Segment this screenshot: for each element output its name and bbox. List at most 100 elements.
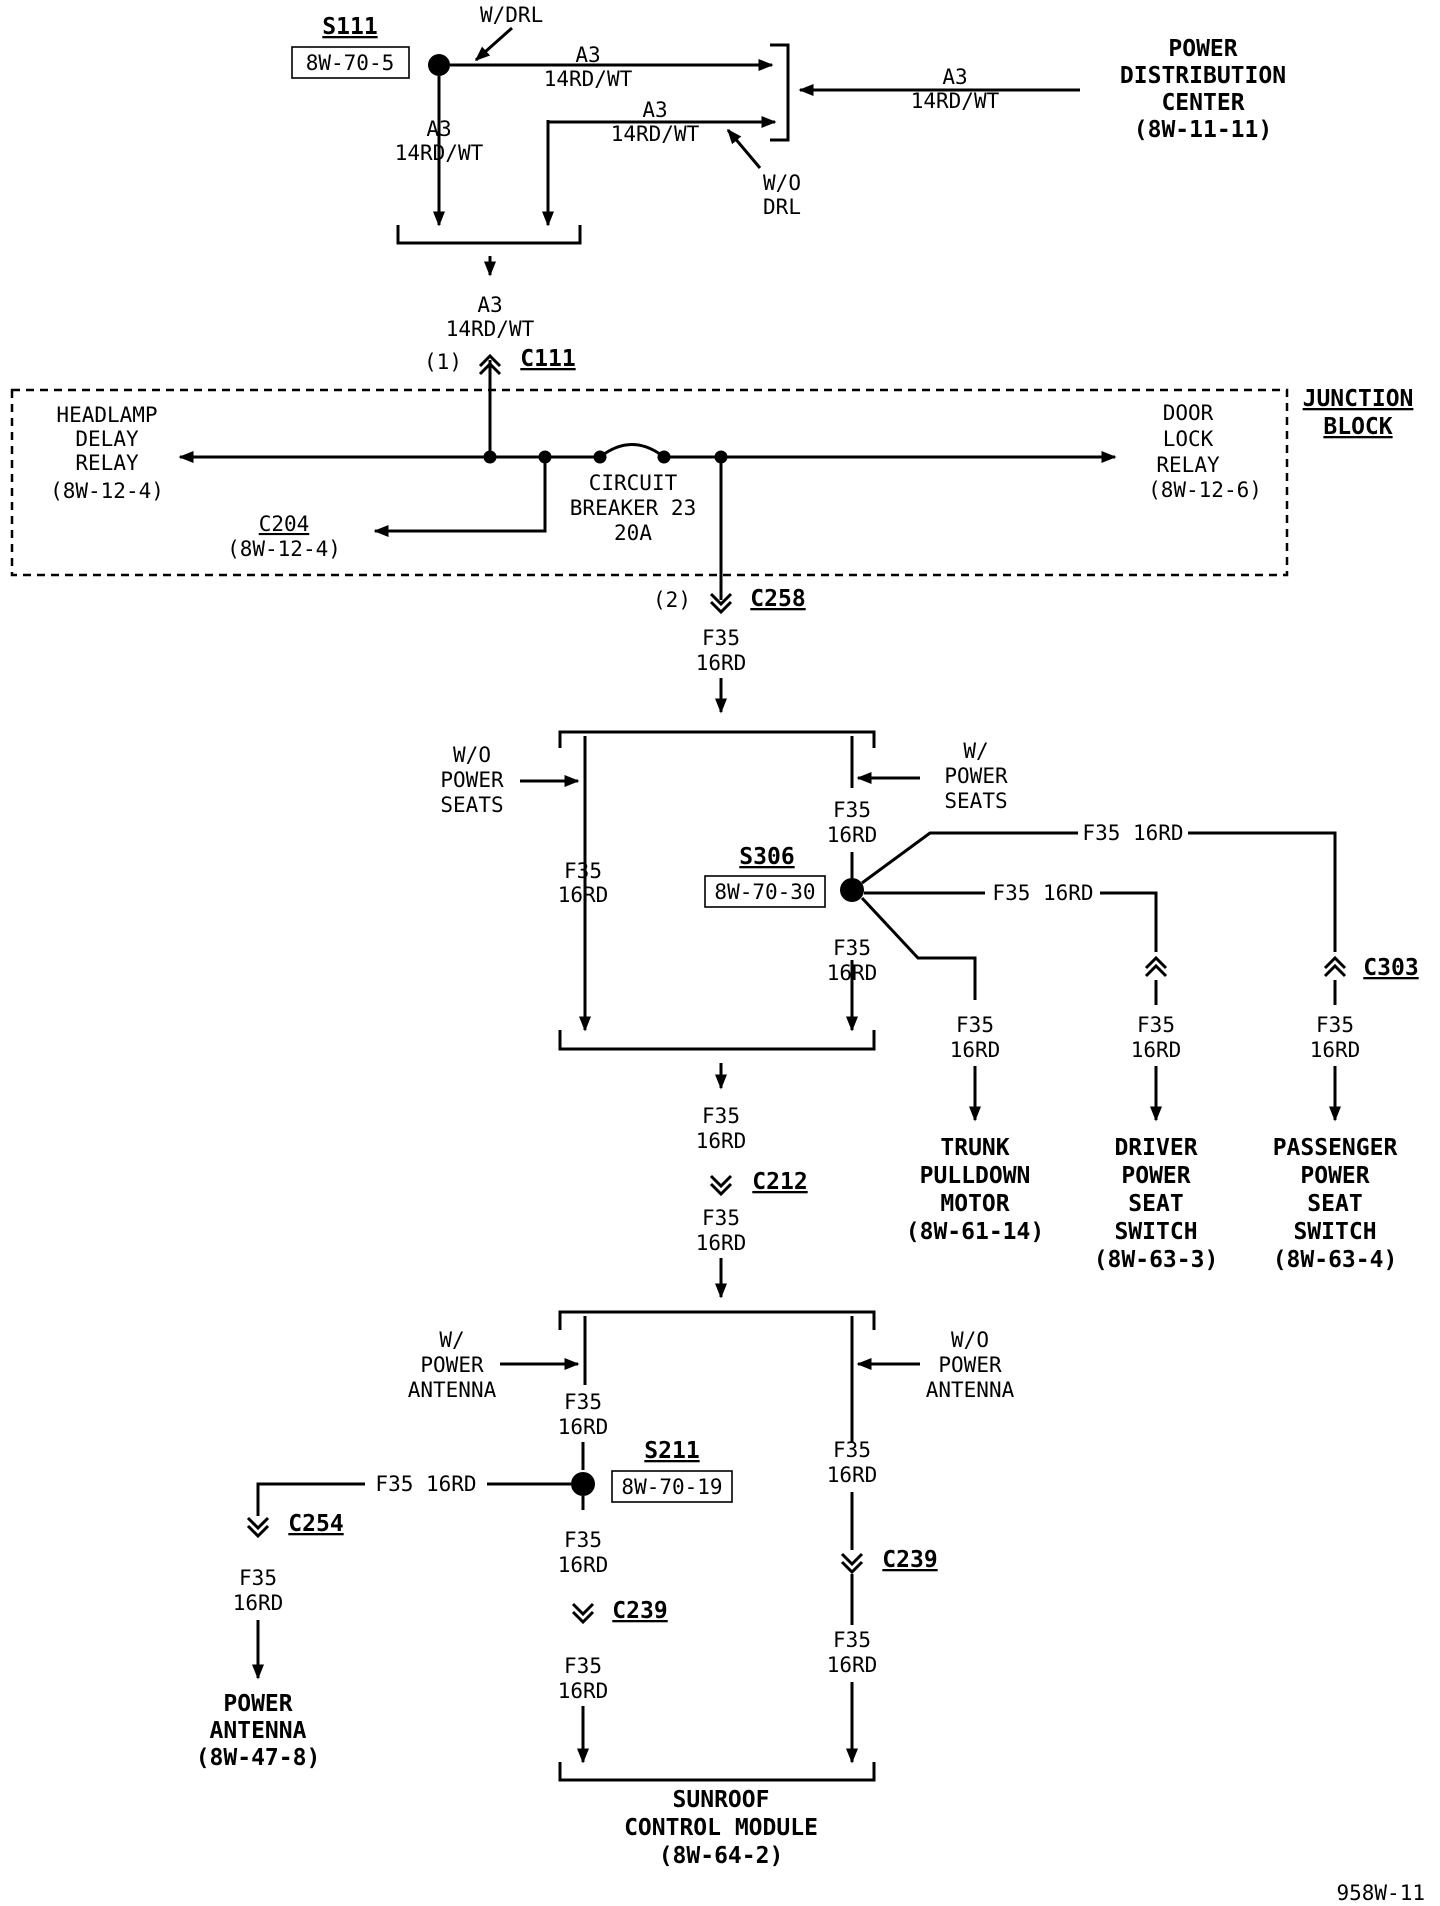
f35-label-sunroof-right: F35	[833, 1628, 871, 1652]
driver-line-1: DRIVER	[1114, 1135, 1197, 1161]
w-power-antenna-3: ANTENNA	[408, 1378, 497, 1402]
s211-ref-box	[611, 1470, 733, 1503]
s211-splice-dot	[571, 1472, 595, 1496]
f35-label-s306-top: F35	[833, 798, 871, 822]
f35-full-passenger: F35 16RD	[1082, 821, 1183, 845]
s306-splice-group: S306 8W-70-30	[704, 844, 864, 908]
pdc-line-1: POWER	[1168, 36, 1237, 62]
sunroof-line-3: (8W-64-2)	[659, 1843, 784, 1869]
f35-color-trunk: 16RD	[950, 1038, 1001, 1062]
wo-power-antenna-3: ANTENNA	[926, 1378, 1015, 1402]
c239-right-connector-symbol	[840, 1552, 864, 1575]
w-power-seats-2: POWER	[944, 764, 1008, 788]
f35-color-s211-top: 16RD	[558, 1415, 609, 1439]
f35-label-c212-top: F35	[702, 1104, 740, 1128]
c254-connector-symbol	[246, 1516, 270, 1539]
f35-color-sunroof-right: 16RD	[827, 1653, 878, 1677]
f35-color-c212-top: 16RD	[696, 1129, 747, 1153]
pdc-line-2: DISTRIBUTION	[1120, 63, 1286, 89]
power-antenna: POWER ANTENNA (8W-47-8)	[196, 1691, 321, 1771]
c303-name: C303	[1363, 955, 1418, 981]
a3-color-1: 14RD/WT	[544, 67, 633, 91]
headlamp-line-1: HEADLAMP	[56, 403, 157, 427]
driver-line-5: (8W-63-3)	[1094, 1247, 1219, 1273]
s111-splice-group: S111 8W-70-5	[291, 14, 450, 79]
a3-color-5: 14RD/WT	[446, 317, 535, 341]
c258-pin: (2)	[653, 588, 691, 612]
sunroof-line-1: SUNROOF	[673, 1787, 770, 1813]
wire-s306-to-trunk	[860, 896, 977, 1000]
passenger-line-1: PASSENGER	[1273, 1135, 1398, 1161]
door-lock-line-1: DOOR	[1163, 401, 1214, 425]
pdc-component: POWER DISTRIBUTION CENTER (8W-11-11)	[1120, 36, 1286, 143]
f35-label-s211-top: F35	[564, 1390, 602, 1414]
f35-label-c212-bottom: F35	[702, 1206, 740, 1230]
passenger-line-4: SWITCH	[1293, 1219, 1376, 1245]
s306-ref-box	[704, 875, 826, 908]
w-drl-pointer	[474, 26, 513, 62]
passenger-power-seat-switch: PASSENGER POWER SEAT SWITCH (8W-63-4)	[1273, 1135, 1398, 1273]
c239-left-name: C239	[612, 1598, 667, 1624]
wo-power-seats-2: POWER	[440, 768, 504, 792]
sunroof-control-module: SUNROOF CONTROL MODULE (8W-64-2)	[624, 1787, 818, 1869]
seat-option-bracket-bottom	[558, 1030, 876, 1051]
cb-terminal-2	[657, 450, 671, 464]
f35-color-driver: 16RD	[1131, 1038, 1182, 1062]
w-power-antenna-1: W/	[439, 1328, 464, 1352]
seat-option-bracket-top	[558, 730, 876, 748]
cb-line-1: CIRCUIT	[589, 471, 678, 495]
c239-left-connector-symbol	[571, 1602, 595, 1625]
f35-full-driver: F35 16RD	[992, 881, 1093, 905]
f35-label-wo-antenna: F35	[833, 1438, 871, 1462]
headlamp-relay: HEADLAMP DELAY RELAY (8W-12-4)	[50, 403, 164, 503]
c303-connector-symbol	[1323, 955, 1347, 978]
f35-color-c258: 16RD	[696, 651, 747, 675]
c258-connector-symbol	[709, 592, 733, 615]
door-lock-line-2: LOCK	[1163, 427, 1214, 451]
cb-line-3: 20A	[614, 521, 652, 545]
f35-color-wo-antenna: 16RD	[827, 1463, 878, 1487]
w-power-seats-1: W/	[963, 739, 988, 763]
driver-connector-symbol	[1144, 955, 1168, 978]
a3-color-3: 14RD/WT	[911, 89, 1000, 113]
door-lock-line-3: RELAY	[1156, 453, 1220, 477]
s111-splice-dot	[428, 54, 450, 76]
wo-drl-label-1: W/O	[763, 171, 801, 195]
driver-line-2: POWER	[1121, 1163, 1190, 1189]
trunk-line-1: TRUNK	[940, 1135, 1009, 1161]
option-bracket-merge	[396, 225, 582, 245]
c212-name: C212	[752, 1169, 807, 1195]
c254-name: C254	[288, 1511, 343, 1537]
f35-color-s306-bottom: 16RD	[827, 961, 878, 985]
pdc-line-3: CENTER	[1161, 90, 1244, 116]
junction-block-label-1: JUNCTION	[1303, 386, 1414, 412]
a3-label-2: A3	[642, 98, 667, 122]
sunroof-line-2: CONTROL MODULE	[624, 1815, 818, 1841]
f35-color-c212-bottom: 16RD	[696, 1231, 747, 1255]
f35-color-wo-seats: 16RD	[558, 883, 609, 907]
wo-power-antenna-2: POWER	[938, 1353, 1002, 1377]
w-power-seats-3: SEATS	[944, 789, 1007, 813]
power-antenna-line-1: POWER	[223, 1691, 292, 1717]
c239-right-name: C239	[882, 1547, 937, 1573]
headlamp-line-3: RELAY	[75, 451, 139, 475]
a3-label-3: A3	[942, 65, 967, 89]
s211-name: S211	[644, 1438, 699, 1464]
c204-ref: (8W-12-4)	[227, 537, 341, 561]
circuit-breaker-symbol	[599, 443, 665, 459]
door-lock-line-4: (8W-12-6)	[1148, 478, 1262, 502]
s211-ref: 8W-70-19	[621, 1475, 722, 1499]
c258-name: C258	[750, 586, 805, 612]
f35-label-trunk: F35	[956, 1013, 994, 1037]
junction-block-label-2: BLOCK	[1323, 414, 1392, 440]
wo-drl-label-2: DRL	[763, 195, 801, 219]
f35-label-sunroof-left: F35	[564, 1654, 602, 1678]
passenger-line-2: POWER	[1300, 1163, 1369, 1189]
trunk-line-4: (8W-61-14)	[906, 1219, 1044, 1245]
headlamp-line-4: (8W-12-4)	[50, 479, 164, 503]
c204-name: C204	[259, 512, 310, 536]
driver-line-4: SWITCH	[1114, 1219, 1197, 1245]
a3-color-2: 14RD/WT	[611, 122, 700, 146]
antenna-option-bracket-top	[558, 1310, 876, 1330]
c111-name: C111	[520, 346, 575, 372]
